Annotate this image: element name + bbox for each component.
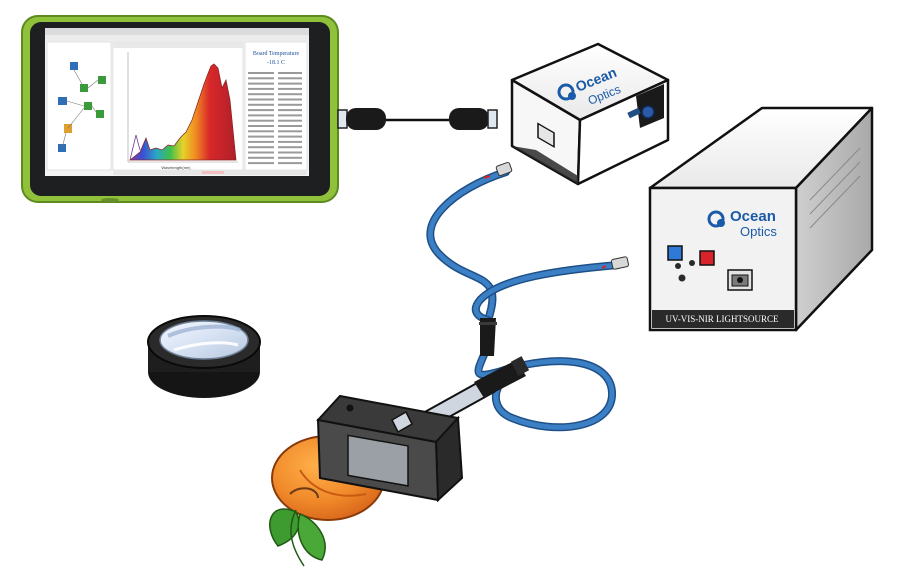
table-cell	[278, 103, 302, 106]
table-cell	[248, 119, 274, 122]
light-source-brand-line1: Ocean	[730, 208, 776, 225]
table-cell	[248, 103, 274, 106]
table-cell	[248, 77, 274, 80]
readout-panel	[244, 41, 308, 171]
table-cell	[248, 125, 274, 127]
table-cell	[278, 72, 302, 74]
table-cell	[248, 135, 274, 138]
table-cell	[278, 87, 302, 90]
table-cell	[278, 140, 302, 143]
table-cell	[248, 146, 274, 149]
readout-title: Board Temperature	[253, 51, 300, 57]
table-cell	[248, 82, 274, 85]
spectrum-plot: Wavelength(nm)	[127, 52, 238, 170]
table-cell	[278, 146, 302, 149]
table-cell	[278, 130, 302, 133]
light-source-brand-line2: Optics	[740, 224, 777, 239]
table-cell	[248, 93, 274, 96]
workflow-panel	[46, 41, 112, 171]
table-cell	[248, 114, 274, 117]
optical-fiber	[426, 168, 622, 432]
fiber-connector-spectrometer	[483, 161, 513, 179]
bifurcation-sleeve	[479, 318, 497, 356]
table-cell	[278, 114, 302, 117]
workflow-nodes	[58, 62, 106, 152]
table-cell	[248, 72, 274, 74]
indicator-led	[675, 263, 681, 269]
reflection-probe-icon	[316, 356, 530, 503]
data-table	[248, 72, 302, 165]
light-source-label: UV-VIS-NIR LIGHTSOURCE	[666, 314, 779, 324]
power-button-blue	[667, 245, 683, 261]
table-cell	[278, 82, 302, 85]
table-cell	[248, 87, 274, 90]
table-cell	[248, 151, 274, 154]
table-cell	[278, 93, 302, 96]
power-button-red	[699, 250, 715, 266]
table-cell	[248, 109, 274, 112]
ocean-optics-logo	[557, 83, 576, 101]
ocean-optics-logo	[707, 210, 725, 228]
tablet-icon: Wavelength(nm) Board Temperature -18.1 C	[21, 15, 339, 203]
spectrometer-icon: Ocean Optics	[510, 42, 670, 186]
table-cell	[278, 156, 302, 159]
table-cell	[248, 140, 274, 143]
table-cell	[248, 162, 274, 165]
table-cell	[278, 151, 302, 154]
usb-cable-icon	[337, 108, 498, 130]
fiber-connector-light-source	[601, 256, 629, 270]
reflectance-standard-icon	[147, 315, 261, 398]
table-cell	[278, 109, 302, 112]
table-cell	[248, 98, 274, 101]
table-cell	[278, 162, 302, 165]
readout-value: -18.1 C	[267, 60, 285, 66]
x-axis-label: Wavelength(nm)	[161, 165, 191, 170]
table-cell	[248, 156, 274, 159]
shutter-knob	[727, 269, 753, 291]
table-cell	[278, 98, 302, 101]
table-cell	[278, 135, 302, 138]
light-source-icon: Ocean Optics UV-VIS-NIR LIGHTSOURCE	[648, 106, 874, 332]
table-cell	[278, 77, 302, 80]
table-cell	[248, 130, 274, 133]
table-cell	[278, 125, 302, 127]
table-cell	[278, 119, 302, 122]
